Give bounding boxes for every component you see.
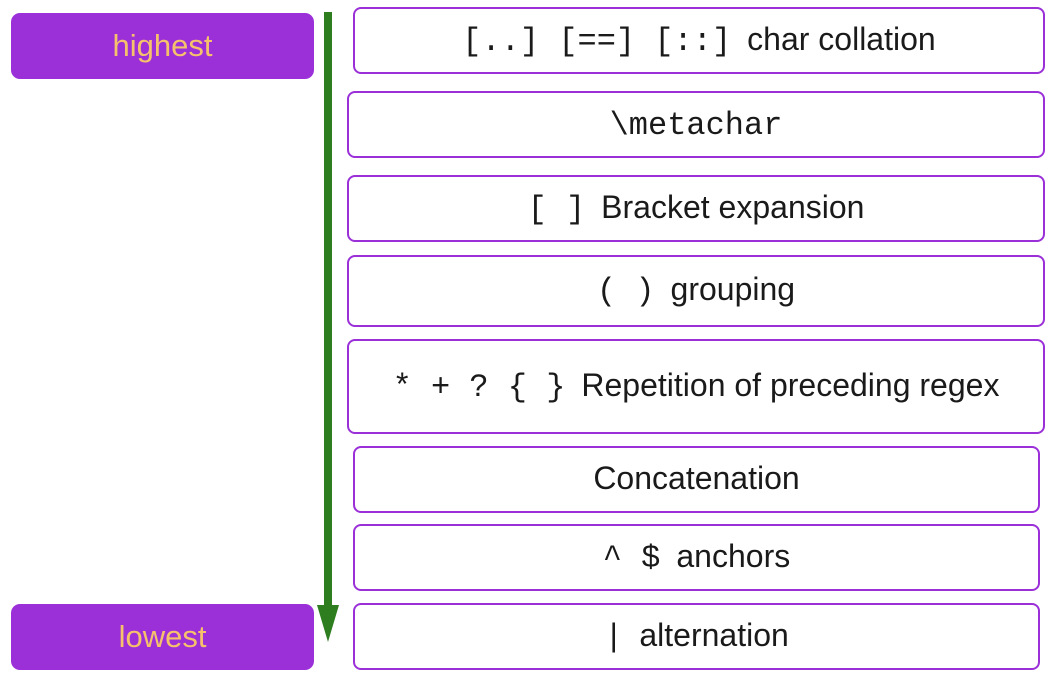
operator-box-grouping: ( ) grouping (347, 255, 1045, 327)
operator-box-bracket-expansion: [ ] Bracket expansion (347, 175, 1045, 242)
operator-description: alternation (639, 616, 789, 653)
operator-symbols: [ ] (527, 190, 586, 228)
operator-symbols: [..] [==] [::] (462, 22, 732, 60)
operator-box-repetition: * + ? { } Repetition of preceding regex (347, 339, 1045, 434)
operator-description: Bracket expansion (601, 188, 865, 225)
operator-symbols: | (604, 618, 624, 656)
operator-description: grouping (670, 271, 796, 308)
precedence-arrow (317, 12, 339, 642)
operator-box-alternation: | alternation (353, 603, 1040, 670)
precedence-arrow-head (317, 605, 339, 642)
operator-symbols: \metachar (609, 106, 783, 144)
operator-description: anchors (676, 537, 791, 574)
operator-description: Concatenation (593, 459, 800, 496)
precedence-highest-label: highest (11, 13, 314, 79)
operator-description: Repetition of preceding regex (581, 366, 1000, 403)
operator-description: char collation (747, 20, 936, 57)
operator-symbols: ^ $ (602, 539, 661, 577)
operator-box-char-collation: [..] [==] [::] char collation (353, 7, 1045, 74)
operator-box-metachar: \metachar (347, 91, 1045, 158)
operator-symbols: ( ) (596, 273, 655, 311)
operator-box-concatenation: Concatenation (353, 446, 1040, 513)
precedence-lowest-label: lowest (11, 604, 314, 670)
operator-box-anchors: ^ $ anchors (353, 524, 1040, 591)
operator-symbols: * + ? { } (392, 368, 566, 406)
